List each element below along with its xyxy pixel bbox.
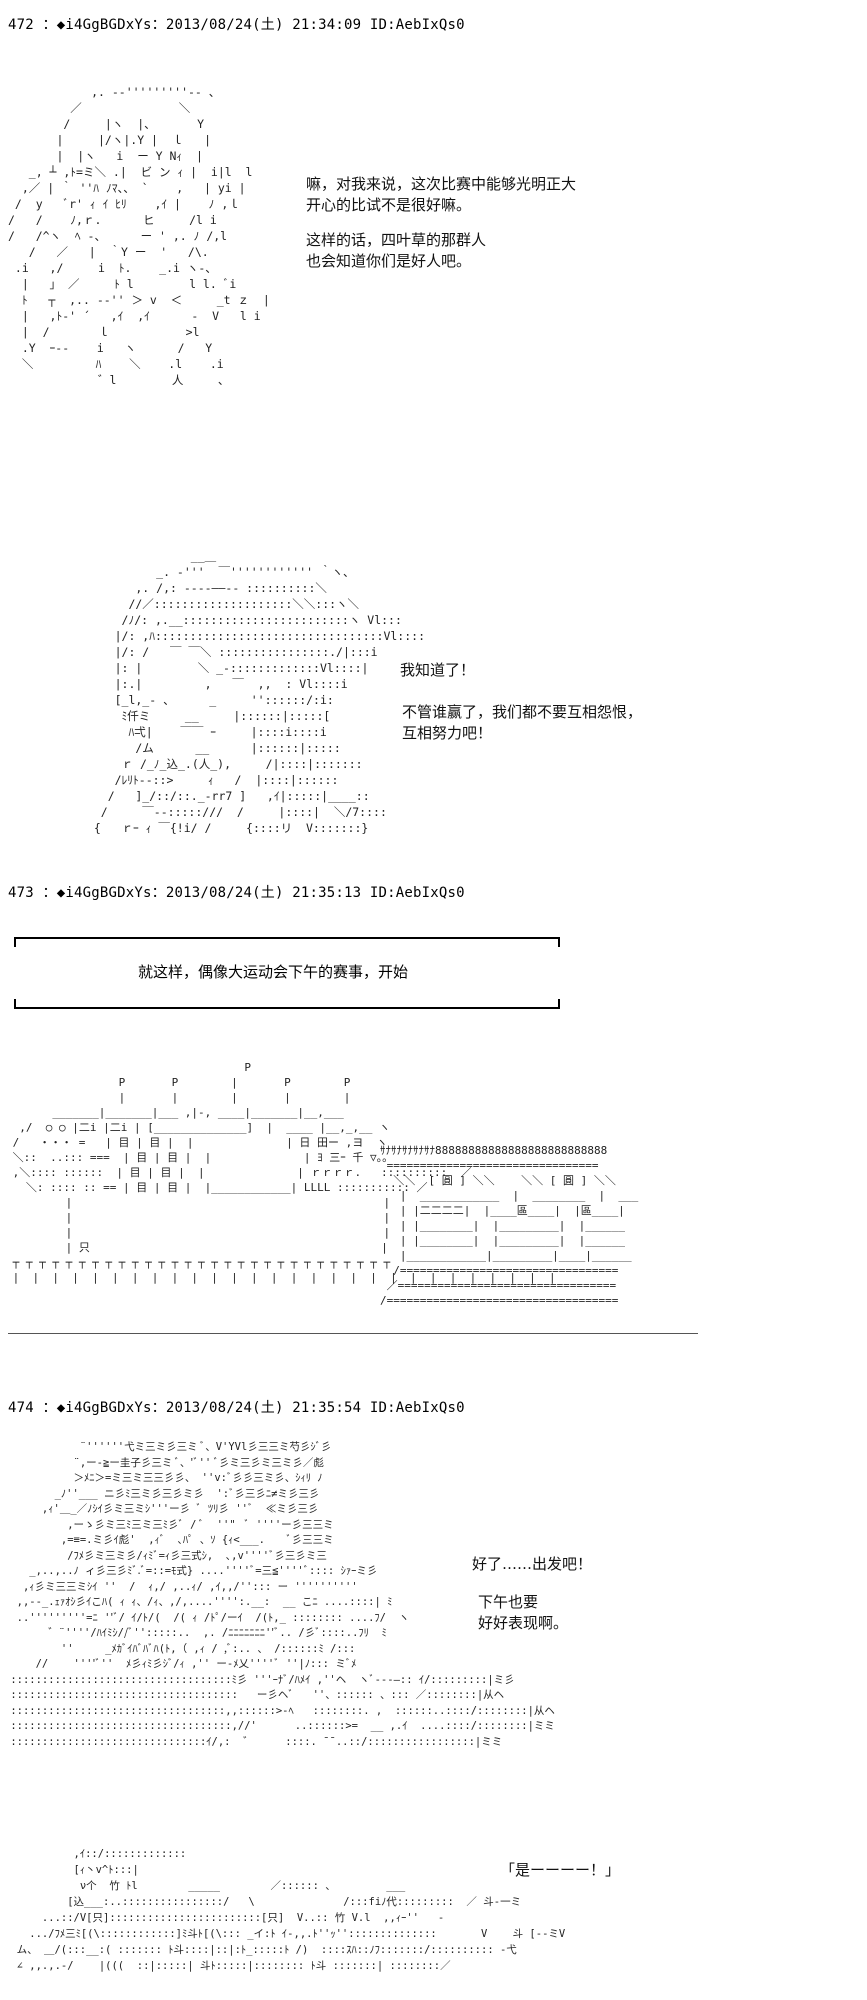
dialog-line-4: 不管谁赢了，我们都不要互相怨恨， 互相努力吧！	[402, 703, 643, 742]
dialog-line-1: 嘛，对我来说，这次比赛中能够光明正大 开心的比试不是很好嘛。	[306, 175, 577, 214]
dialog-line-3: 我知道了！	[400, 661, 476, 679]
narration-box: 就这样，偶像大运动会下午的赛事，开始	[14, 937, 560, 1009]
narration-box-top	[14, 937, 560, 947]
ascii-art-building: P P P | P P | | | | | _______|_______|__…	[12, 1061, 556, 1284]
post-header-474: 474 ：◆i4GgBGDxYs：2013/08/24(土) 21:35:54 …	[8, 1400, 465, 1416]
post-header-472: 472 ：◆i4GgBGDxYs：2013/08/24(土) 21:34:09 …	[8, 17, 465, 33]
dialog-line-5: 好了……出发吧！	[472, 1555, 593, 1573]
ascii-art-character-1: ,. -‐'''''''''‐- 、 ／ ＼ / |ヽ |、 Y | |/ヽ|.…	[8, 85, 270, 387]
dialog-line-2: 这样的话，四叶草的那群人 也会知道你们是好人吧。	[306, 231, 487, 270]
ascii-art-group: ,ｲ::/::::::::::::: [ｨ丶v^ﾄ:::| ν个 竹 ﾄl __…	[16, 1848, 566, 1972]
ascii-art-stands: ｻﾅｻﾅｻﾅｻﾅｻﾅ88888888888888888888888888 ===…	[380, 1144, 639, 1307]
post-header-473: 473 ：◆i4GgBGDxYs：2013/08/24(土) 21:35:13 …	[8, 885, 465, 901]
narration-text: 就这样，偶像大运动会下午的赛事，开始	[138, 963, 409, 981]
ascii-art-character-2: __＿ _. -''' ￣'''''''''''' ｀ヽ、 ,. /,: ---…	[93, 549, 426, 835]
dialog-line-6: 下午也要 好好表现啊。	[478, 1593, 569, 1632]
ground-line	[8, 1333, 698, 1334]
narration-box-bottom	[14, 999, 560, 1009]
ascii-art-crowd: ¨''''''弋ミ三ミ彡三ミ ﾞ、V'YVl彡三三ミ芍彡ｼﾞ彡 ¨,ー‐≧ー圭子…	[10, 1441, 555, 1748]
dialog-line-7: 「是ーーーー！」	[500, 1861, 621, 1879]
